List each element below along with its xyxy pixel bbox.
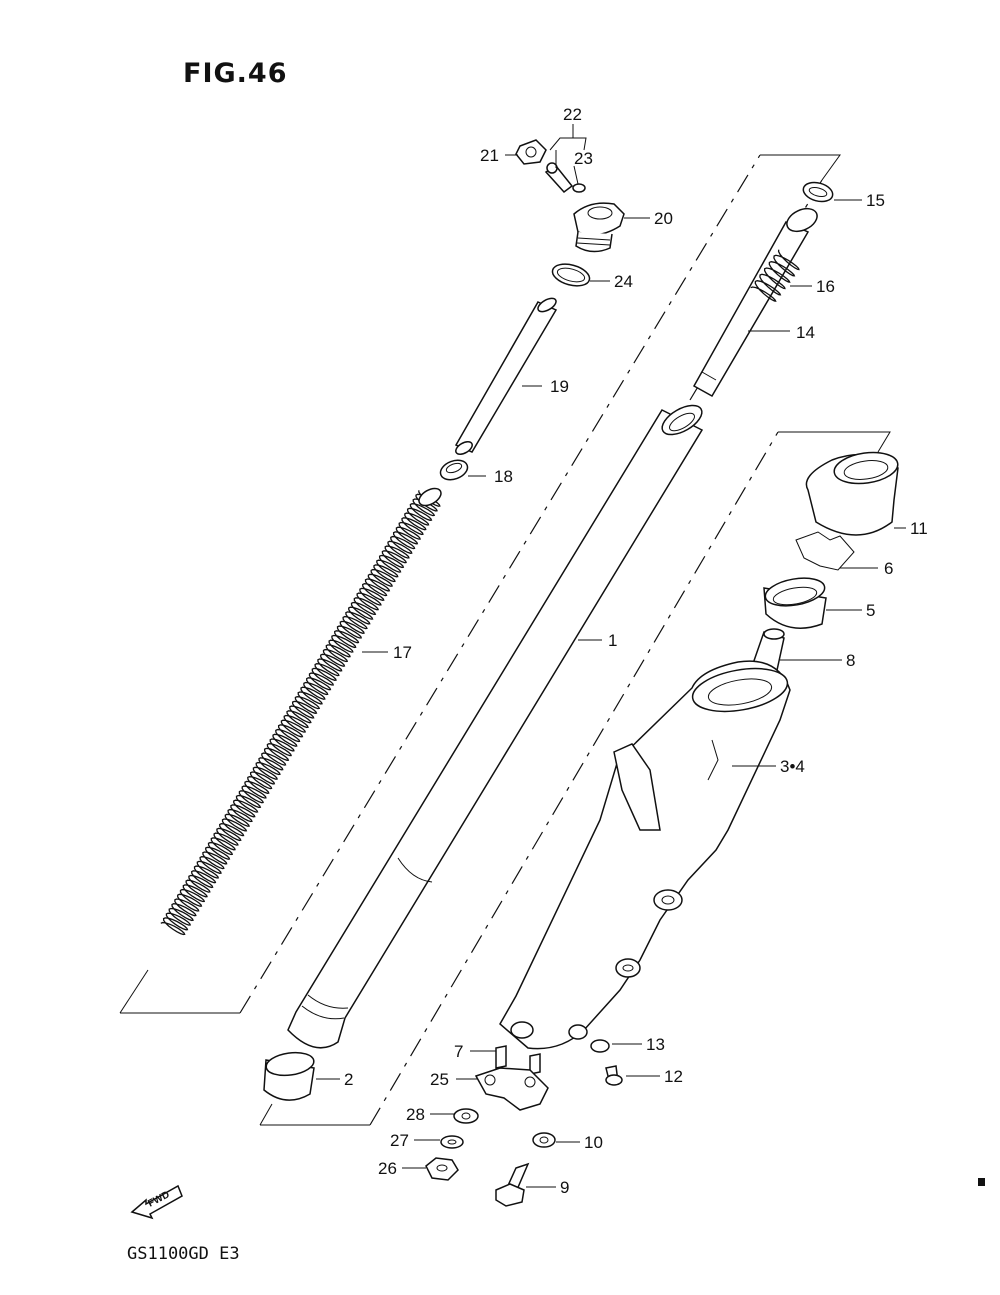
washer-27 <box>440 1135 464 1149</box>
fork-cap-bolt <box>573 202 625 253</box>
callout-15: 15 <box>866 191 885 210</box>
damper-rod <box>692 207 818 398</box>
callout-17: 17 <box>393 643 412 662</box>
callout-8: 8 <box>846 651 855 670</box>
callout-6: 6 <box>884 559 893 578</box>
rod-seat-ring <box>802 181 834 203</box>
model-code: GS1100GD E3 <box>127 1244 240 1264</box>
callout-numbers: 22 23 21 20 24 15 16 14 19 18 17 1 11 6 … <box>344 105 928 1197</box>
axle-holder <box>474 1067 549 1111</box>
washer-10 <box>532 1132 556 1148</box>
damper-rod-bolt <box>495 1162 530 1207</box>
drain-gasket <box>590 1039 610 1053</box>
air-valve-nut <box>515 139 547 165</box>
assembly-boundary-left <box>119 154 841 1014</box>
washer-28 <box>453 1108 479 1124</box>
inner-tube <box>287 404 704 1049</box>
callout-3-4: 3•4 <box>780 757 805 776</box>
callout-13: 13 <box>646 1035 665 1054</box>
callout-7: 7 <box>454 1042 463 1061</box>
drain-screw <box>605 1065 623 1086</box>
outer-tube <box>499 660 791 1050</box>
oil-seal-stopper-ring <box>795 531 855 571</box>
slide-bushing <box>263 1051 315 1101</box>
callout-24: 24 <box>614 272 633 291</box>
cap-o-ring <box>551 263 591 287</box>
callout-1: 1 <box>608 631 617 650</box>
callout-2: 2 <box>344 1070 353 1089</box>
callout-14: 14 <box>796 323 815 342</box>
leader-lines <box>316 124 906 1188</box>
spacer-tube <box>454 297 558 455</box>
callout-9: 9 <box>560 1178 569 1197</box>
callout-12: 12 <box>664 1067 683 1086</box>
callout-23: 23 <box>574 149 593 168</box>
spring-seat-washer <box>439 459 469 481</box>
callout-26: 26 <box>378 1159 397 1178</box>
fwd-arrow-icon: FWD <box>130 1184 183 1220</box>
callout-20: 20 <box>654 209 673 228</box>
callout-28: 28 <box>406 1105 425 1124</box>
callout-18: 18 <box>494 467 513 486</box>
callout-11: 11 <box>910 519 928 538</box>
callout-25: 25 <box>430 1070 449 1089</box>
air-valve-o-ring <box>572 183 586 193</box>
assembly-boundary-right <box>259 431 891 1126</box>
air-valve <box>544 162 574 194</box>
callout-22: 22 <box>563 105 582 124</box>
rebound-spring <box>750 249 800 302</box>
dust-seal <box>805 451 899 536</box>
scan-mark <box>978 1178 985 1186</box>
callout-10: 10 <box>584 1133 603 1152</box>
axle-holder-nut <box>425 1157 459 1181</box>
axle-holder-stud <box>495 1045 541 1075</box>
callout-5: 5 <box>866 601 875 620</box>
figure-title: FIG.46 <box>183 58 288 89</box>
callout-16: 16 <box>816 277 835 296</box>
callout-27: 27 <box>390 1131 409 1150</box>
fork-spring <box>160 487 442 936</box>
callout-21: 21 <box>480 146 499 165</box>
oil-seal <box>763 577 827 629</box>
callout-19: 19 <box>550 377 569 396</box>
